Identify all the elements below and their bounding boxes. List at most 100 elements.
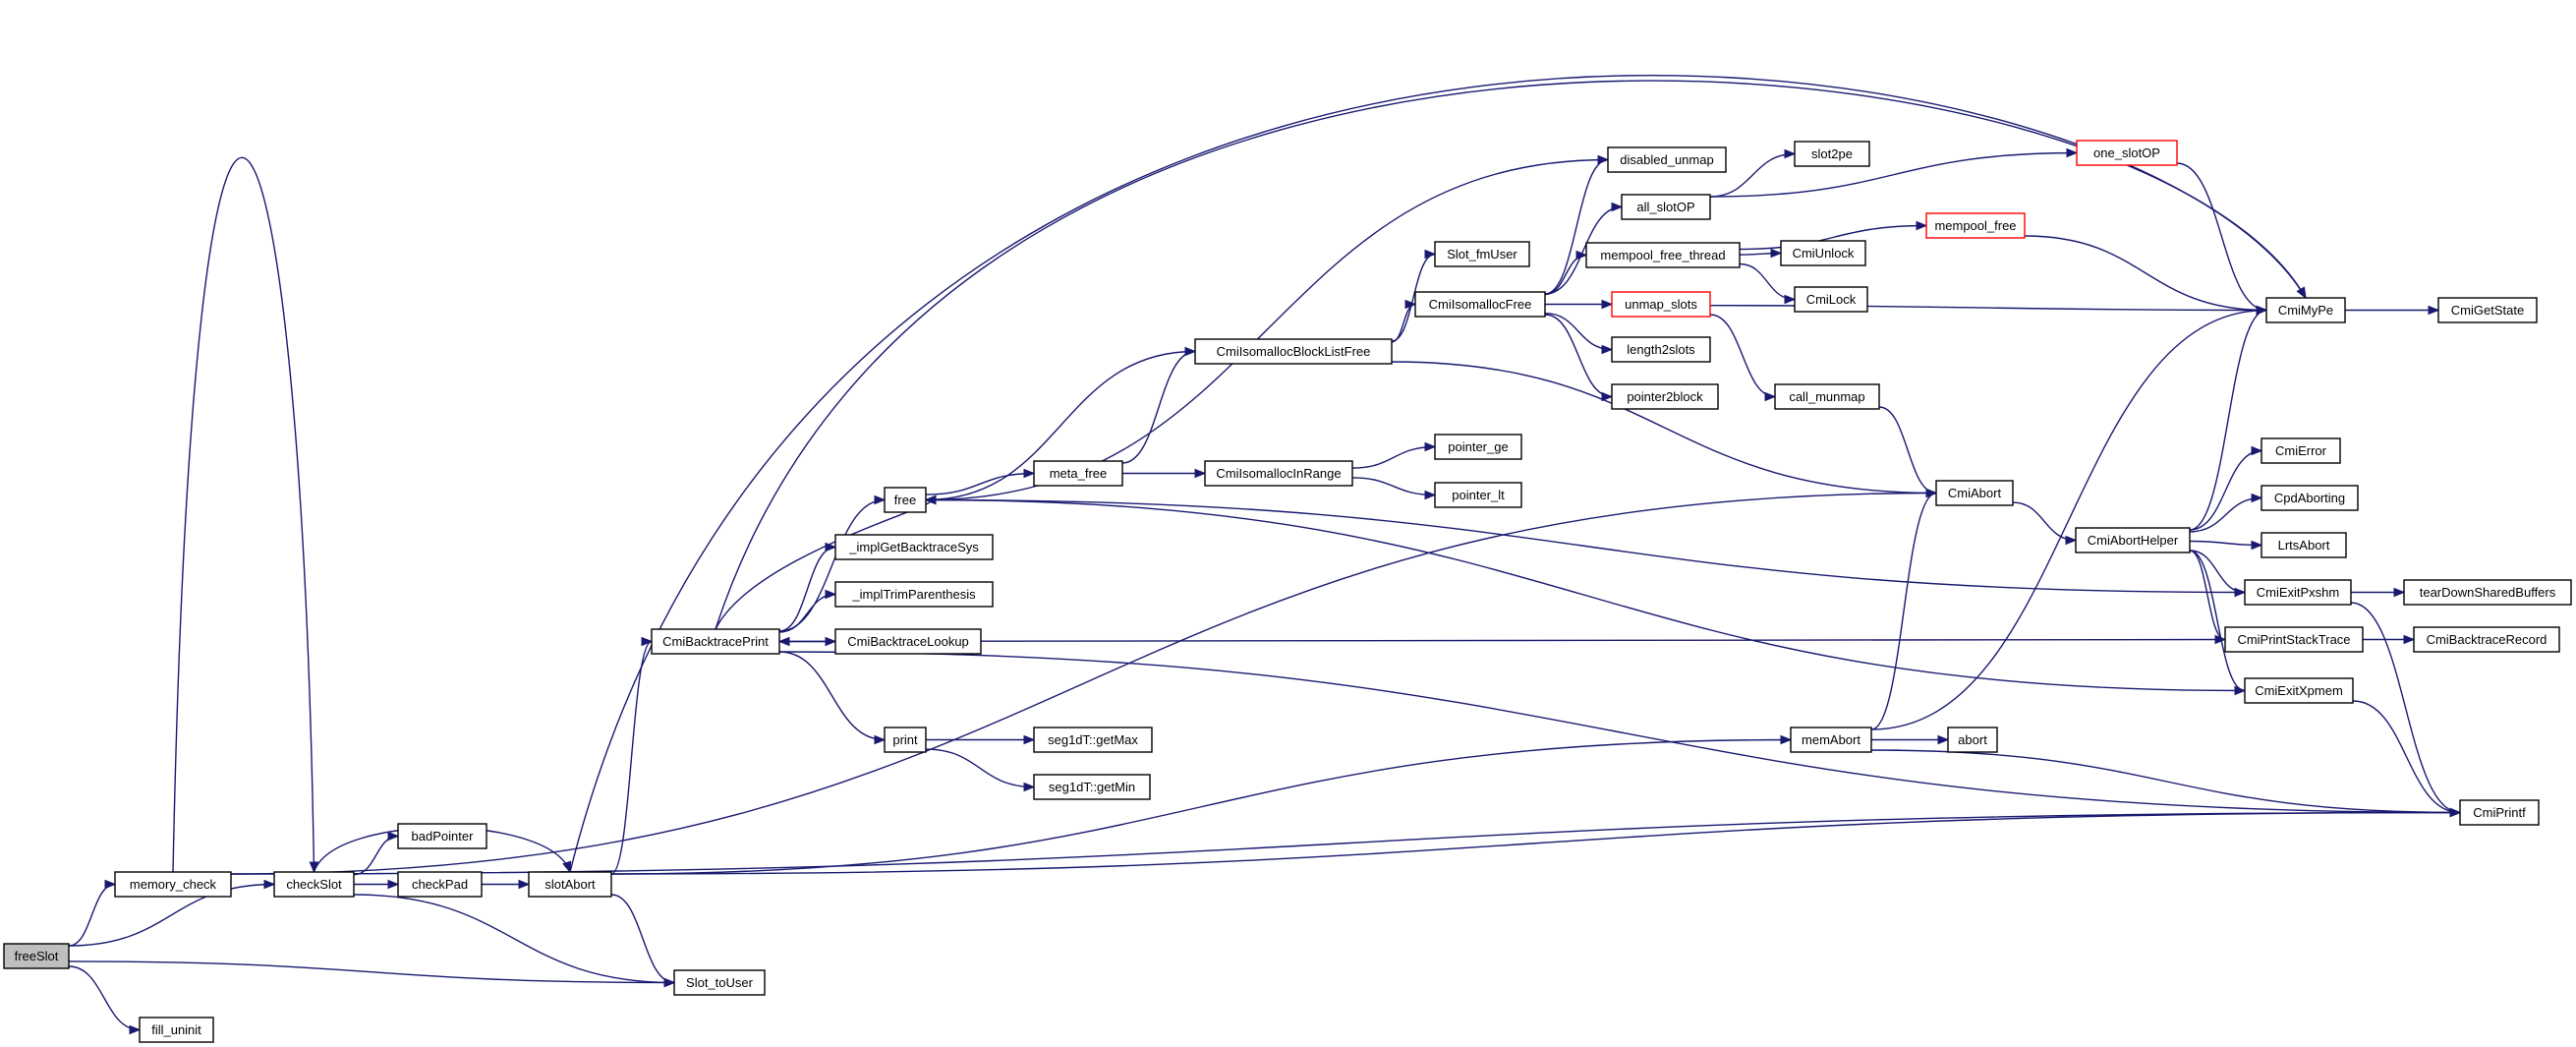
node-box-CmiAbort[interactable] [1935,480,2014,506]
node-memAbort[interactable]: memAbort [1790,727,1872,753]
node-box-call_munmap[interactable] [1774,383,1880,410]
node-box-Slot_toUser[interactable] [673,969,766,996]
node-CmiIsomallocInRange[interactable]: CmiIsomallocInRange [1204,460,1353,487]
node-pointer2block[interactable]: pointer2block [1611,383,1719,410]
node-CmiExitXpmem[interactable]: CmiExitXpmem [2244,677,2354,704]
node-box-pointer2block[interactable] [1611,383,1719,410]
node-box-badPointer[interactable] [397,823,487,849]
node-meta_free[interactable]: meta_free [1033,460,1123,487]
node-box-disabled_unmap[interactable] [1607,146,1727,173]
node-fill_uninit[interactable]: fill_uninit [139,1017,214,1043]
node-box-CmiExitXpmem[interactable] [2244,677,2354,704]
node-box-freeSlot[interactable] [3,943,70,969]
node-box-CmiGetState[interactable] [2437,297,2538,323]
node-CmiBacktraceRecord[interactable]: CmiBacktraceRecord [2413,626,2560,653]
node-box-CmiPrintf[interactable] [2459,799,2540,826]
node-CmiBacktraceLookup[interactable]: CmiBacktraceLookup [834,628,982,655]
node-box-pointer_lt[interactable] [1434,482,1522,508]
node-box-CmiIsomallocBlockListFree[interactable] [1194,338,1393,365]
node-mempool_free[interactable]: mempool_free [1925,212,2026,239]
node-CmiPrintf[interactable]: CmiPrintf [2459,799,2540,826]
node-Slot_fmUser[interactable]: Slot_fmUser [1434,241,1530,267]
node-Slot_toUser[interactable]: Slot_toUser [673,969,766,996]
node-CmiIsomallocFree[interactable]: CmiIsomallocFree [1414,291,1546,318]
node-call_munmap[interactable]: call_munmap [1774,383,1880,410]
node-box-all_slotOP[interactable] [1621,194,1711,220]
node-CmiLock[interactable]: CmiLock [1794,286,1868,313]
node-box-CmiBacktraceRecord[interactable] [2413,626,2560,653]
node-box-CmiError[interactable] [2261,437,2341,464]
node-CmiGetState[interactable]: CmiGetState [2437,297,2538,323]
node-slotAbort[interactable]: slotAbort [528,871,612,898]
node-box-seg1dT_getMax[interactable] [1033,727,1153,753]
node-box-slot2pe[interactable] [1794,141,1870,167]
node-box-LrtsAbort[interactable] [2261,532,2347,558]
node-box-fill_uninit[interactable] [139,1017,214,1043]
node-mempool_free_thread[interactable]: mempool_free_thread [1585,242,1741,268]
node-box-Slot_fmUser[interactable] [1434,241,1530,267]
node-_implTrimParenthesis[interactable]: _implTrimParenthesis [834,581,994,608]
node-unmap_slots[interactable]: unmap_slots [1611,291,1711,318]
node-box-print[interactable] [884,727,927,753]
node-disabled_unmap[interactable]: disabled_unmap [1607,146,1727,173]
node-box-CmiAbortHelper[interactable] [2075,527,2191,553]
node-box-free[interactable] [884,487,927,513]
node-CmiAbortHelper[interactable]: CmiAbortHelper [2075,527,2191,553]
node-length2slots[interactable]: length2slots [1611,336,1711,363]
node-box-CmiBacktracePrint[interactable] [651,628,780,655]
node-CmiIsomallocBlockListFree[interactable]: CmiIsomallocBlockListFree [1194,338,1393,365]
node-box-CmiMyPe[interactable] [2265,297,2346,323]
node-box-abort[interactable] [1947,727,1998,753]
node-box-CpdAborting[interactable] [2261,485,2359,511]
node-box-pointer_ge[interactable] [1434,434,1522,460]
node-box-mempool_free[interactable] [1925,212,2026,239]
node-box-_implTrimParenthesis[interactable] [834,581,994,608]
node-one_slotOP[interactable]: one_slotOP [2076,140,2178,166]
node-LrtsAbort[interactable]: LrtsAbort [2261,532,2347,558]
node-box-checkPad[interactable] [397,871,483,898]
node-box-_implGetBacktraceSys[interactable] [834,534,994,560]
node-print[interactable]: print [884,727,927,753]
node-pointer_lt[interactable]: pointer_lt [1434,482,1522,508]
node-box-tearDownSharedBuffers[interactable] [2403,579,2572,606]
node-checkPad[interactable]: checkPad [397,871,483,898]
node-box-length2slots[interactable] [1611,336,1711,363]
node-box-meta_free[interactable] [1033,460,1123,487]
node-CmiExitPxshm[interactable]: CmiExitPxshm [2244,579,2352,606]
node-abort[interactable]: abort [1947,727,1998,753]
node-box-one_slotOP[interactable] [2076,140,2178,166]
node-tearDownSharedBuffers[interactable]: tearDownSharedBuffers [2403,579,2572,606]
node-all_slotOP[interactable]: all_slotOP [1621,194,1711,220]
node-checkSlot[interactable]: checkSlot [273,871,355,898]
node-box-CmiIsomallocInRange[interactable] [1204,460,1353,487]
node-slot2pe[interactable]: slot2pe [1794,141,1870,167]
node-seg1dT_getMin[interactable]: seg1dT::getMin [1033,774,1151,800]
node-box-memory_check[interactable] [114,871,232,898]
node-CmiAbort[interactable]: CmiAbort [1935,480,2014,506]
node-pointer_ge[interactable]: pointer_ge [1434,434,1522,460]
node-CmiBacktracePrint[interactable]: CmiBacktracePrint [651,628,780,655]
node-box-CmiLock[interactable] [1794,286,1868,313]
node-box-slotAbort[interactable] [528,871,612,898]
node-box-CmiUnlock[interactable] [1780,240,1866,266]
node-box-CmiExitPxshm[interactable] [2244,579,2352,606]
node-box-CmiBacktraceLookup[interactable] [834,628,982,655]
node-box-seg1dT_getMin[interactable] [1033,774,1151,800]
node-CmiPrintStackTrace[interactable]: CmiPrintStackTrace [2224,626,2364,653]
node-box-unmap_slots[interactable] [1611,291,1711,318]
node-box-CmiIsomallocFree[interactable] [1414,291,1546,318]
node-box-memAbort[interactable] [1790,727,1872,753]
node-_implGetBacktraceSys[interactable]: _implGetBacktraceSys [834,534,994,560]
node-CpdAborting[interactable]: CpdAborting [2261,485,2359,511]
node-CmiError[interactable]: CmiError [2261,437,2341,464]
node-box-CmiPrintStackTrace[interactable] [2224,626,2364,653]
node-box-mempool_free_thread[interactable] [1585,242,1741,268]
node-CmiMyPe[interactable]: CmiMyPe [2265,297,2346,323]
node-free[interactable]: free [884,487,927,513]
node-box-checkSlot[interactable] [273,871,355,898]
node-seg1dT_getMax[interactable]: seg1dT::getMax [1033,727,1153,753]
node-badPointer[interactable]: badPointer [397,823,487,849]
node-freeSlot[interactable]: freeSlot [3,943,70,969]
node-memory_check[interactable]: memory_check [114,871,232,898]
node-CmiUnlock[interactable]: CmiUnlock [1780,240,1866,266]
